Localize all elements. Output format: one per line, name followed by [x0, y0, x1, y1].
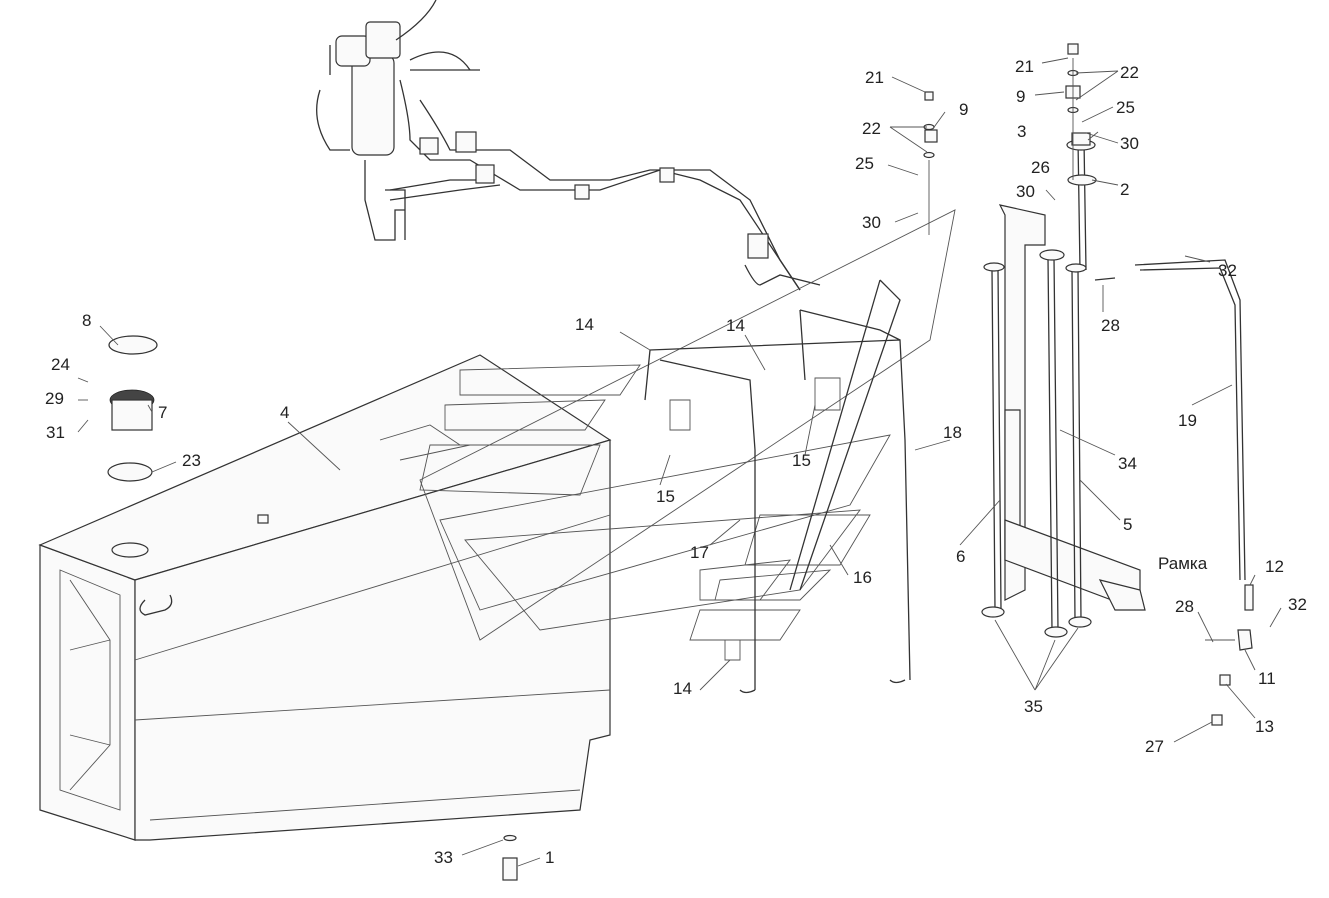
frame-outline [419, 209, 956, 661]
label-15-b: 15 [792, 451, 811, 470]
label-22-right: 22 [1120, 63, 1139, 82]
label-frame: Рамка [1158, 554, 1208, 573]
label-9-left: 9 [959, 100, 968, 119]
label-25-right: 25 [1116, 98, 1135, 117]
small-hardware [107, 43, 1254, 881]
label-30-mid: 30 [1016, 182, 1035, 201]
label-34: 34 [1118, 454, 1137, 473]
label-28-bottom: 28 [1175, 597, 1194, 616]
label-18: 18 [943, 423, 962, 442]
label-13: 13 [1255, 717, 1274, 736]
label-31: 31 [46, 423, 65, 442]
label-8: 8 [82, 311, 91, 330]
label-30-right: 30 [1120, 134, 1139, 153]
label-2: 2 [1120, 180, 1129, 199]
label-14-a: 14 [575, 315, 594, 334]
label-17: 17 [690, 543, 709, 562]
callout-labels: 1 2 3 4 5 6 7 8 9 9 11 12 13 14 14 14 15… [45, 57, 1307, 867]
label-3: 3 [1017, 122, 1026, 141]
label-7: 7 [158, 403, 167, 422]
label-24: 24 [51, 355, 70, 374]
label-12: 12 [1265, 557, 1284, 576]
label-14-c: 14 [673, 679, 692, 698]
label-22-left: 22 [862, 119, 881, 138]
label-4: 4 [280, 403, 289, 422]
leader-lines [77, 57, 1282, 867]
label-11: 11 [1258, 669, 1276, 688]
label-15-a: 15 [656, 487, 675, 506]
label-33: 33 [434, 848, 453, 867]
label-14-b: 14 [726, 316, 745, 335]
label-30-left: 30 [862, 213, 881, 232]
label-29: 29 [45, 389, 64, 408]
label-1: 1 [545, 848, 554, 867]
label-32-bottom: 32 [1288, 595, 1307, 614]
label-23: 23 [182, 451, 201, 470]
label-19: 19 [1178, 411, 1197, 430]
tank-hanger-assembly [981, 139, 1246, 638]
label-21-left: 21 [865, 68, 884, 87]
label-27: 27 [1145, 737, 1164, 756]
label-21-right: 21 [1015, 57, 1034, 76]
label-32-top: 32 [1218, 261, 1237, 280]
label-5: 5 [1123, 515, 1132, 534]
label-35: 35 [1024, 697, 1043, 716]
label-16: 16 [853, 568, 872, 587]
label-9-right: 9 [1016, 87, 1025, 106]
label-28-top: 28 [1101, 316, 1120, 335]
label-6: 6 [956, 547, 965, 566]
fuel-filter-and-lines [316, 0, 821, 291]
label-25-left: 25 [855, 154, 874, 173]
label-26: 26 [1031, 158, 1050, 177]
tank-straps [644, 279, 911, 694]
fuel-tank-body [38, 354, 612, 841]
